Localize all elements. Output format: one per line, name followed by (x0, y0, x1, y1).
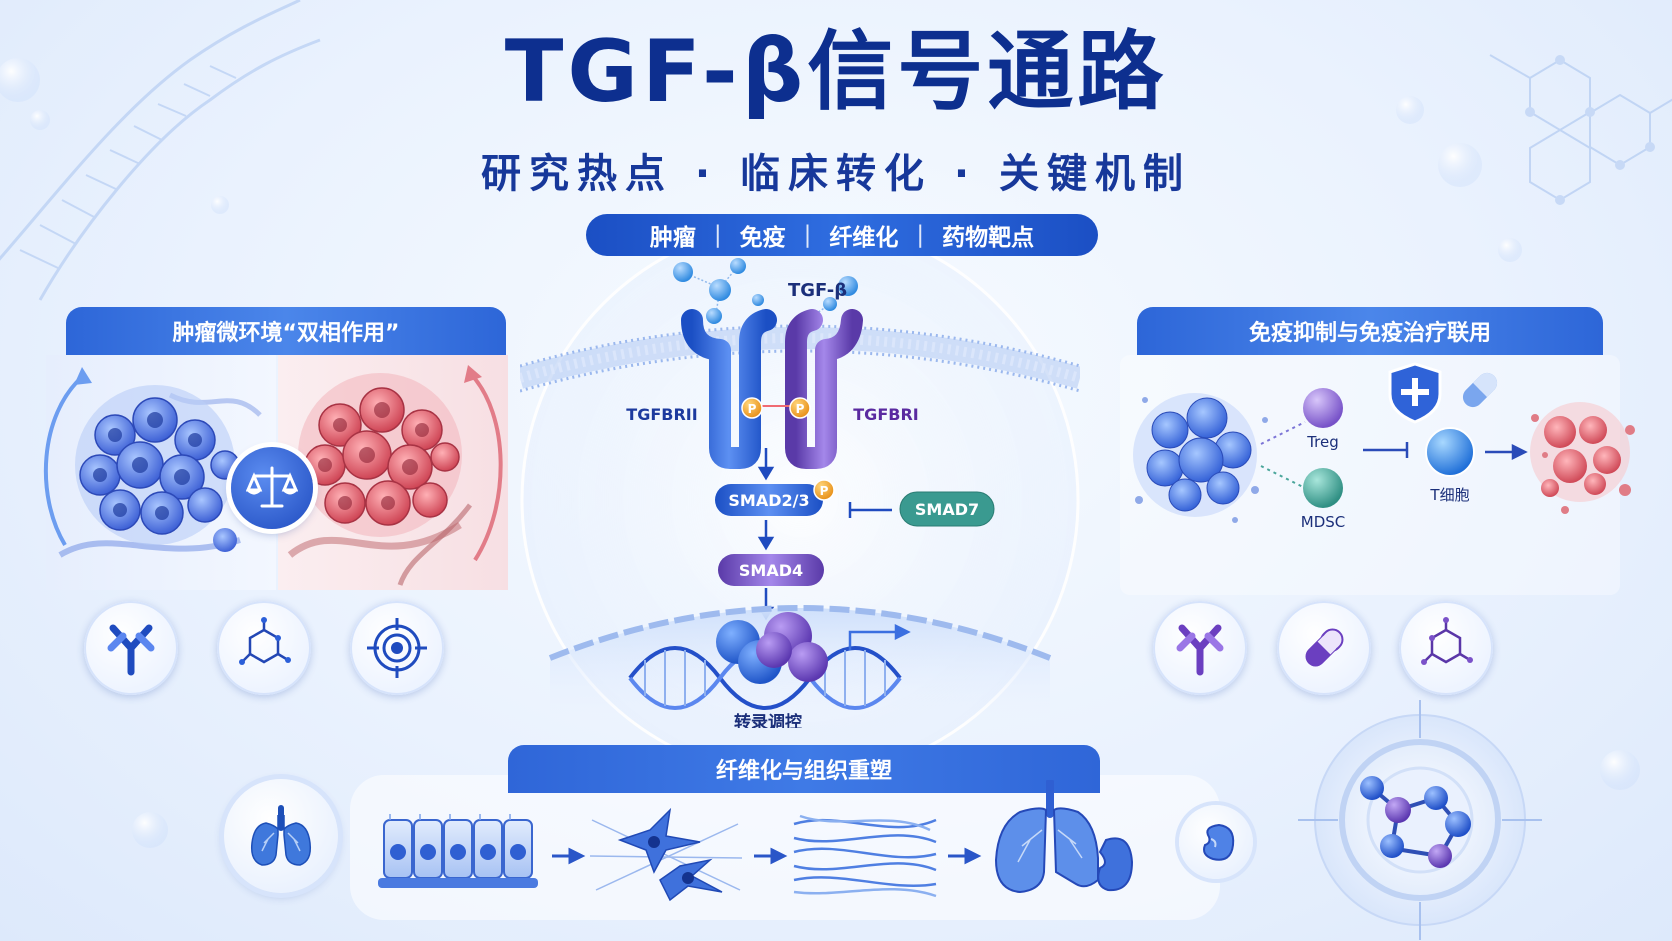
tag-separator: | (916, 222, 925, 248)
small-molecule-icon (1399, 601, 1493, 695)
dna-decoration-icon (0, 0, 321, 301)
capsule-icon (1462, 372, 1498, 408)
fibrosis-banner: 纤维化与组织重塑 (508, 745, 1100, 793)
smad4-label: SMAD4 (739, 561, 803, 580)
topic-tag-bar: 肿瘤 | 免疫 | 纤维化 | 药物靶点 (586, 214, 1098, 256)
tag-separator: | (713, 222, 722, 248)
tgfbri-receptor-icon (785, 309, 863, 469)
inhibition-symbol-icon (848, 502, 892, 518)
antibody-icon (84, 601, 178, 695)
epithelium-icon (378, 814, 538, 888)
smad4-node: SMAD4 (718, 554, 824, 586)
svg-text:P: P (748, 402, 757, 416)
smad23-node: SMAD2/3 P (715, 479, 835, 516)
phosphate-icon: P (789, 397, 811, 419)
lung-kidney-icon (994, 780, 1134, 894)
mdsc-cell-icon (1303, 468, 1343, 508)
immune-suppression-illustration: Treg MDSC T细胞 (1133, 362, 1635, 531)
tag-tumor: 肿瘤 (649, 225, 696, 251)
t-cell-label: T细胞 (1429, 486, 1469, 504)
dying-tumor-cell-icon (1530, 402, 1635, 514)
t-cell-icon (1425, 427, 1475, 477)
dotted-arrow-icon (1260, 421, 1306, 489)
treg-cell-icon (1303, 388, 1343, 428)
fibroblast-icon (589, 807, 743, 902)
small-molecule-icon (217, 601, 311, 695)
tgf-beta-label: TGF-β (788, 280, 847, 301)
tgfbrii-label: TGFBRII (626, 405, 697, 424)
target-icon (350, 601, 444, 695)
phosphate-icon: P (741, 397, 763, 419)
smad7-label: SMAD7 (915, 500, 979, 519)
tgfbri-label: TGFBRI (853, 405, 918, 424)
arrow-right-icon (552, 847, 586, 865)
arrow-right-icon (1485, 443, 1528, 461)
shield-icon (1388, 362, 1442, 424)
signal-arrow-icon (757, 448, 775, 621)
tumor-dual-role-illustration (43, 355, 508, 590)
page-title: TGF-β信号通路 (504, 22, 1168, 122)
capsule-icon (1277, 601, 1371, 695)
smad23-label: SMAD2/3 (728, 491, 809, 510)
fibrosis-process-illustration (378, 780, 1134, 902)
arrow-right-icon (948, 847, 982, 865)
tag-drug-target: 药物靶点 (942, 225, 1035, 251)
smad-complex-icon (716, 612, 828, 684)
collagen-fiber-icon (793, 814, 937, 898)
tumor-microenvironment-banner: 肿瘤微环境“双相作用” (66, 307, 506, 355)
svg-text:P: P (796, 402, 805, 416)
inhibition-symbol-icon (1363, 442, 1409, 458)
tumor-suppression-cell-cluster-icon (58, 385, 262, 558)
arrow-right-icon (754, 847, 788, 865)
immune-suppression-banner: 免疫抑制与免疫治疗联用 (1137, 307, 1603, 355)
antibody-icon (1153, 601, 1247, 695)
svg-text:P: P (820, 484, 829, 498)
cycle-arrow-left-icon (43, 375, 84, 547)
mdsc-label: MDSC (1301, 513, 1346, 531)
tag-separator: | (803, 222, 812, 248)
tgfb-pathway-diagram: TGF-β P P TGFBRII TGFBRI SMAD2/3 (520, 258, 1080, 728)
treg-label: Treg (1306, 433, 1339, 451)
balance-scale-icon (231, 447, 313, 529)
transcription-arrow-icon (848, 623, 911, 650)
transcription-regulation-label: 转录调控 (734, 712, 802, 728)
tag-fibrosis: 纤维化 (829, 225, 899, 251)
page-subtitle: 研究热点 · 临床转化 · 关键机制 (480, 151, 1192, 197)
tgfbrii-receptor-icon (681, 309, 777, 469)
tag-immunity: 免疫 (739, 225, 786, 251)
tumor-cell-cluster-icon (1133, 393, 1268, 523)
drug-target-molecule-icon (1298, 700, 1542, 940)
cycle-arrow-right-icon (468, 371, 503, 562)
lung-icon (224, 779, 338, 893)
tumor-promotion-cell-cluster-icon (287, 373, 472, 586)
kidney-icon (1179, 805, 1253, 879)
smad7-node: SMAD7 (899, 491, 995, 527)
